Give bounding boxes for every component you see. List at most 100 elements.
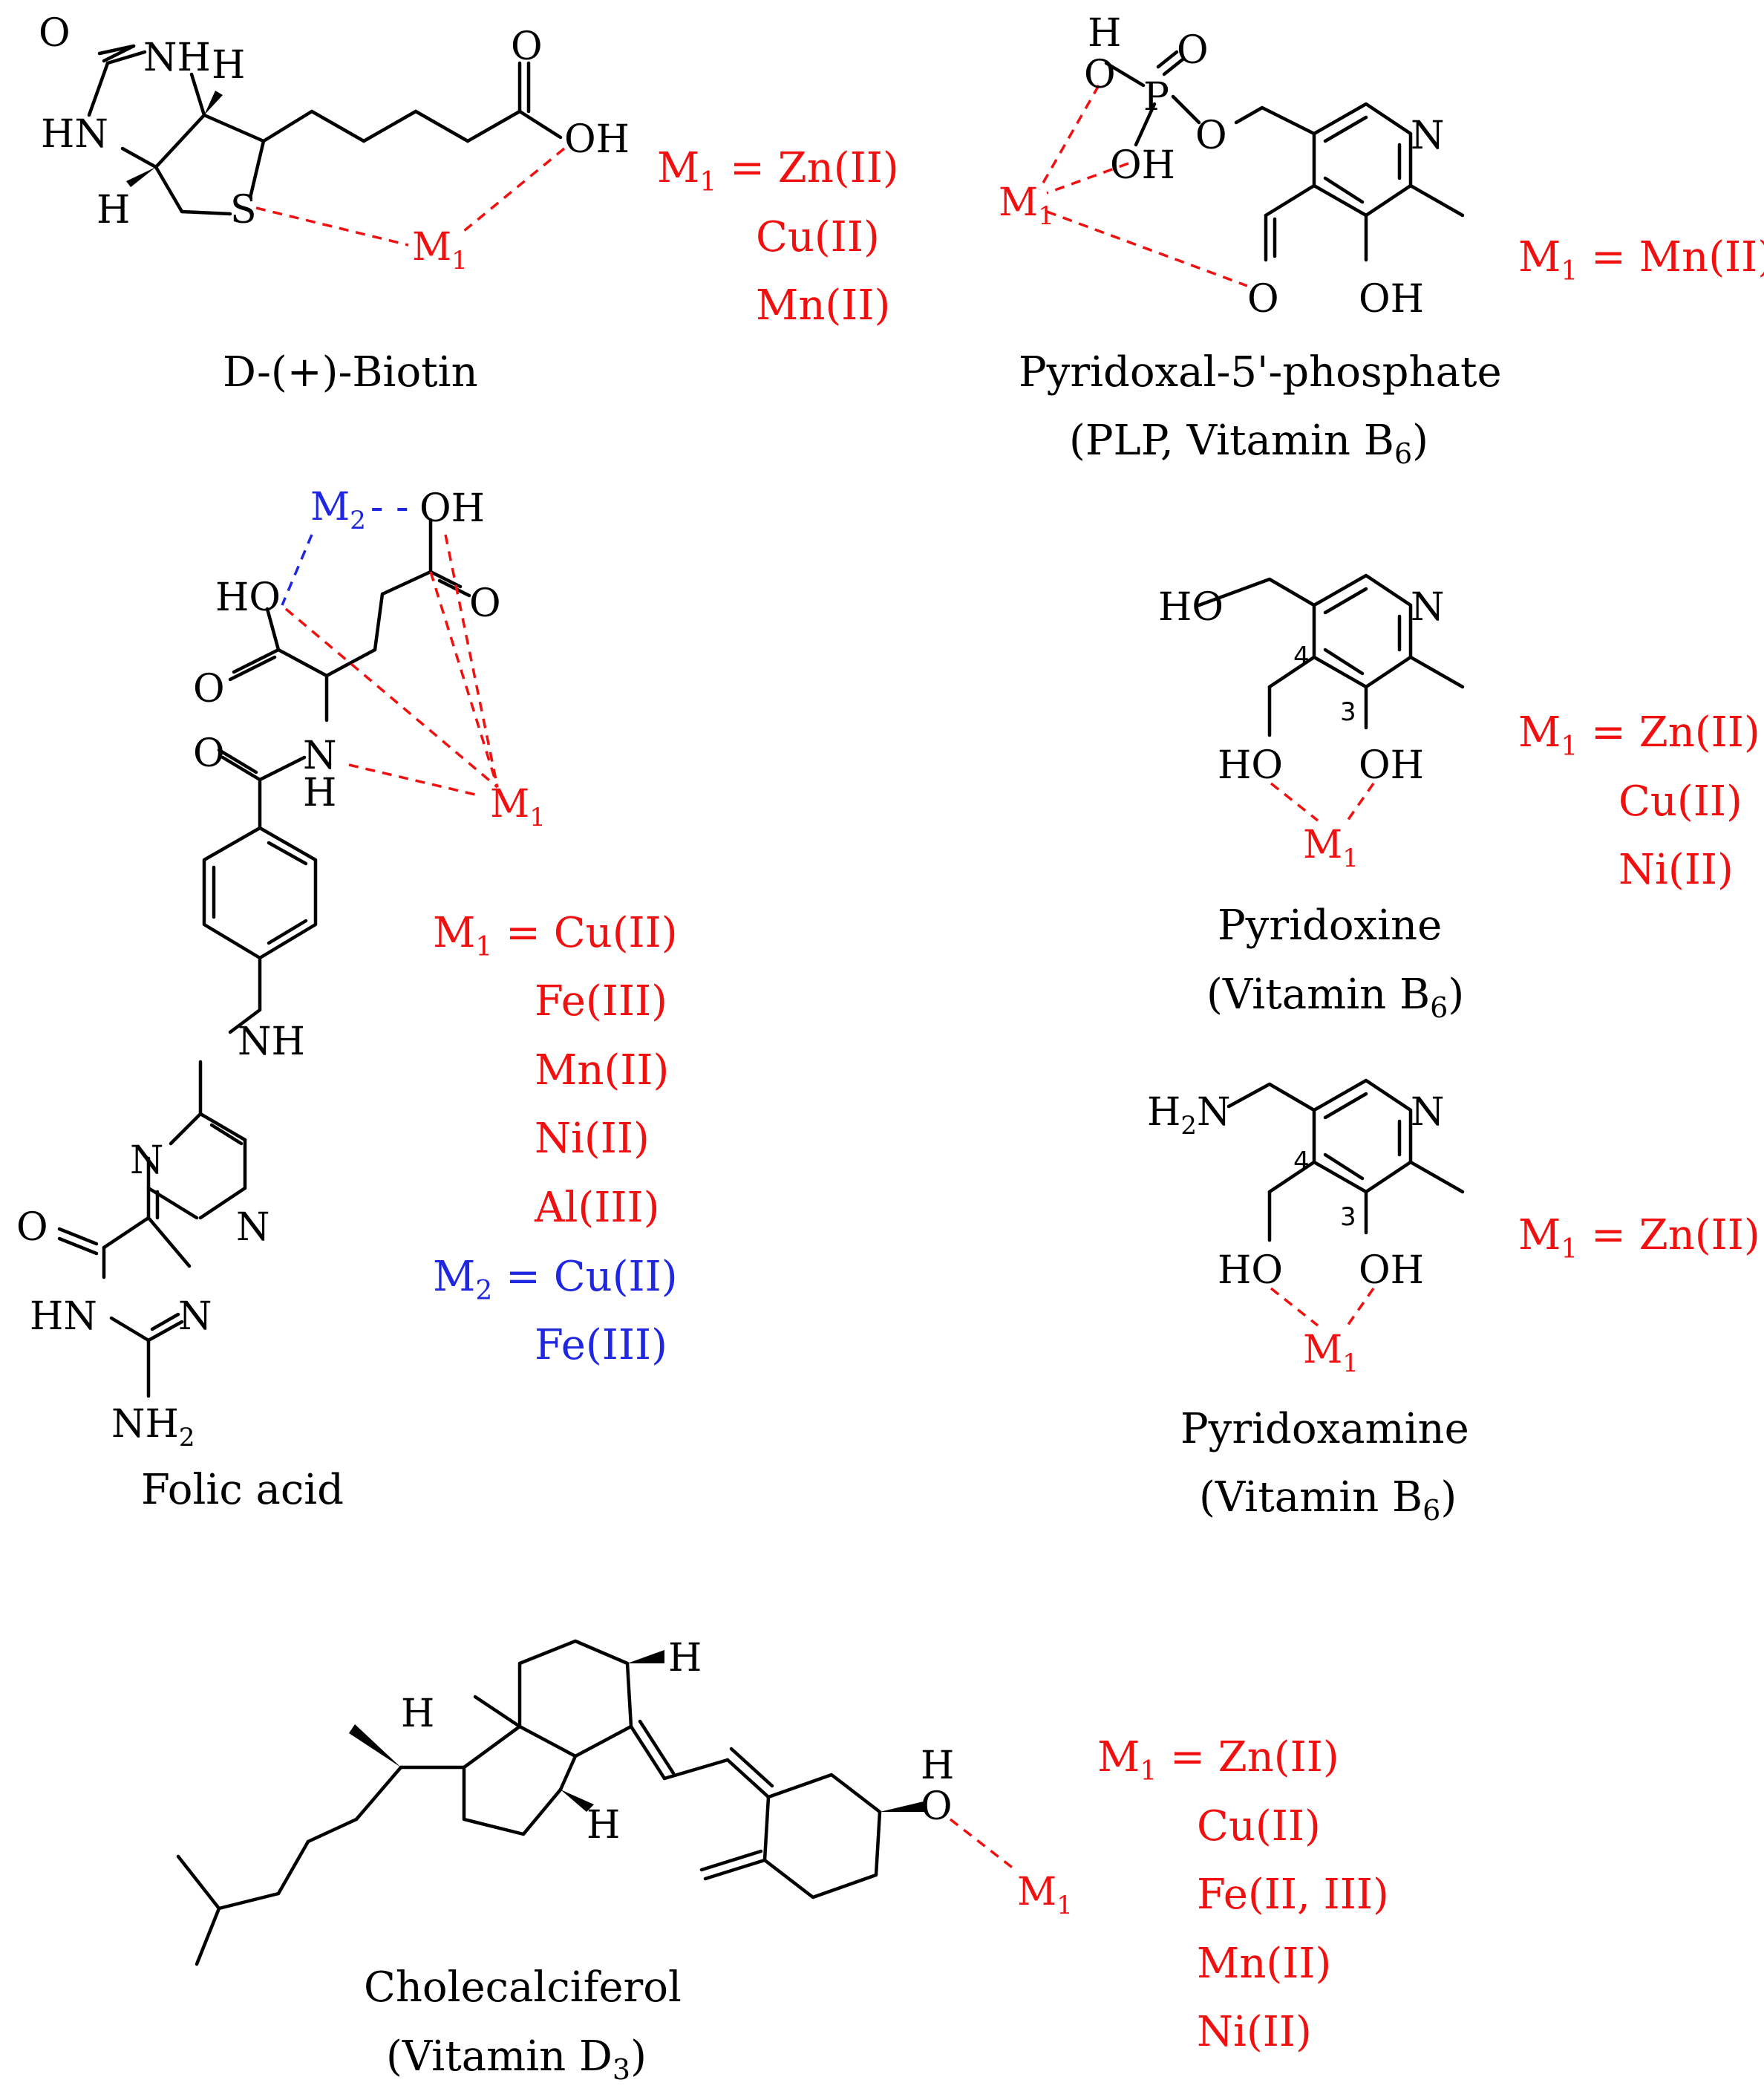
- cholecalciferol-atom-h-side: H: [401, 1692, 434, 1736]
- plp-atom-labels: H O P O O OH N O OH M1: [999, 11, 1445, 322]
- biotin-metal-list-first: M1 = Zn(II): [657, 144, 899, 198]
- folic-metal-list-first: M1 = Cu(II): [433, 909, 678, 962]
- folic-atom-o-alpha: O: [193, 667, 225, 711]
- plp-atom-h: H: [1088, 11, 1121, 56]
- pyridoxamine-atom-oh: OH: [1359, 1248, 1424, 1293]
- pyridoxine-atom-oh: OH: [1359, 743, 1424, 788]
- pyridoxamine-atom-labels: H2N N 4 3 HO OH M1: [1147, 1090, 1445, 1378]
- pyridoxamine-atom-n: N: [1411, 1090, 1445, 1135]
- pyridoxamine-atom-h2n: H2N: [1147, 1090, 1231, 1141]
- cholecalciferol-atom-h-c8: H: [668, 1636, 702, 1680]
- pyridoxine-metal-list-first: M1 = Zn(II): [1518, 708, 1760, 762]
- pyridoxamine-caption-line2: (Vitamin B6): [1199, 1473, 1457, 1527]
- pyridoxamine-structure: [1226, 1078, 1465, 1327]
- folic-metal-list-item: Mn(II): [535, 1046, 669, 1095]
- pyridoxine-metal-list: M1 = Zn(II) Cu(II) Ni(II): [1518, 708, 1760, 894]
- pyridoxine-locant-4: 4: [1293, 642, 1310, 671]
- plp-metal-site: M1: [999, 180, 1054, 231]
- pyridoxine-caption-line1: Pyridoxine: [1218, 901, 1442, 950]
- biotin-structure: [87, 44, 566, 247]
- plp-metal-list: M1 = Mn(II): [1518, 233, 1764, 287]
- biotin-caption: D-(+)-Biotin: [223, 348, 478, 397]
- plp-atom-p: P: [1143, 75, 1169, 120]
- biotin-atom-h-top: H: [212, 43, 245, 88]
- plp-structure: [1038, 50, 1465, 287]
- pyridoxine-atom-ho: HO: [1218, 743, 1283, 788]
- folic-atom-nh2: NH2: [111, 1402, 195, 1452]
- pyridoxamine-metal-site: M1: [1303, 1328, 1359, 1378]
- pyridoxamine-metal-list: M1 = Zn(II): [1518, 1211, 1760, 1265]
- folic-metal-site-1: M1: [490, 782, 546, 832]
- folic-metal-list-item: Fe(III): [535, 977, 667, 1025]
- pyridoxamine-caption-line1: Pyridoxamine: [1180, 1405, 1469, 1453]
- pyridoxamine-metal-list-first: M1 = Zn(II): [1518, 1211, 1760, 1265]
- folic-atom-oh-top: OH: [419, 486, 485, 531]
- cholecalciferol-atom-labels: H H H H O M1: [401, 1636, 1073, 1920]
- biotin-metal-site: M1: [412, 225, 468, 275]
- pyridoxine-caption-line2: (Vitamin B6): [1206, 971, 1464, 1024]
- cholecalciferol-structure: [176, 1639, 1019, 1966]
- biotin-metal-list-item: Mn(II): [756, 281, 890, 330]
- plp-atom-o-dbl: O: [1177, 28, 1209, 73]
- pyridoxine-locant-3: 3: [1340, 697, 1356, 727]
- cholecalciferol-metal-list-item: Cu(II): [1197, 1802, 1321, 1850]
- biotin-atom-o-acid: O: [511, 25, 543, 69]
- folic-atom-n1: N: [130, 1138, 164, 1183]
- folic-atom-labels: M2- - OH HO O O N H O M1 NH N N O HN N N…: [16, 485, 546, 1452]
- folic-atom-nh: NH: [238, 1020, 305, 1064]
- biotin-atom-labels: O NH H HN H S O OH M1: [39, 11, 630, 275]
- folic-atom-o-amide: O: [193, 731, 225, 776]
- folic-atom-n: N: [303, 734, 337, 778]
- pyridoxine-metal-site: M1: [1303, 823, 1359, 873]
- cholecalciferol-atom-h-oh: H: [921, 1744, 954, 1788]
- cholecalciferol-metal-list-item: Ni(II): [1197, 2008, 1312, 2056]
- biotin-atom-hn: HN: [41, 112, 108, 157]
- plp-atom-o-h: O: [1084, 53, 1116, 97]
- folic-atom-o-gamma: O: [469, 581, 501, 626]
- biotin-atom-oh: OH: [564, 117, 630, 162]
- cholecalciferol-caption-line2: (Vitamin D3): [386, 2032, 647, 2086]
- folic-metal-list-blue-item: Fe(III): [535, 1321, 667, 1369]
- biotin-metal-list-item: Cu(II): [756, 213, 880, 261]
- biotin-atom-o: O: [39, 11, 71, 56]
- cholecalciferol-atom-h-ring: H: [587, 1803, 620, 1848]
- pyridoxamine-locant-4: 4: [1293, 1147, 1310, 1176]
- folic-metal-list-item: Ni(II): [535, 1115, 650, 1163]
- folic-structure: [57, 518, 499, 1398]
- plp-atom-oh-ring: OH: [1359, 277, 1424, 322]
- biotin-metal-list: M1 = Zn(II) Cu(II) Mn(II): [657, 144, 899, 330]
- pyridoxine-metal-list-item: Cu(II): [1618, 777, 1742, 826]
- cholecalciferol-metal-list: M1 = Zn(II) Cu(II) Fe(II, III) Mn(II) Ni…: [1097, 1733, 1389, 2056]
- folic-caption: Folic acid: [141, 1466, 344, 1514]
- folic-metal-site-2: M2- -: [310, 485, 409, 535]
- folic-metal-list: M1 = Cu(II) Fe(III) Mn(II) Ni(II) Al(III…: [433, 909, 678, 1369]
- plp-caption-line1: Pyridoxal-5'-phosphate: [1019, 348, 1502, 397]
- plp-atom-oh: OH: [1110, 143, 1175, 188]
- biotin-atom-nh: NH: [143, 36, 211, 80]
- biotin-atom-s: S: [230, 188, 257, 232]
- plp-atom-o-ester: O: [1195, 114, 1227, 158]
- folic-metal-list-blue-first: M2 = Cu(II): [433, 1253, 678, 1306]
- plp-metal-list-first: M1 = Mn(II): [1518, 233, 1764, 287]
- cholecalciferol-metal-site: M1: [1017, 1870, 1073, 1920]
- pyridoxine-atom-labels: HO N 4 3 HO OH M1: [1158, 585, 1445, 873]
- cholecalciferol-caption-line1: Cholecalciferol: [364, 1963, 682, 2012]
- folic-atom-n2: N: [236, 1205, 270, 1250]
- pyridoxine-atom-ho-top: HO: [1158, 585, 1224, 630]
- folic-atom-hn: HN: [30, 1294, 97, 1339]
- cholecalciferol-metal-list-first: M1 = Zn(II): [1097, 1733, 1339, 1787]
- folic-atom-ho: HO: [215, 575, 281, 620]
- cholecalciferol-metal-list-item: Fe(II, III): [1197, 1871, 1389, 1919]
- pyridoxamine-locant-3: 3: [1340, 1202, 1356, 1232]
- pyridoxine-metal-list-item: Ni(II): [1618, 846, 1734, 894]
- folic-atom-n3: N: [178, 1294, 212, 1339]
- plp-atom-o-ald: O: [1247, 277, 1279, 322]
- cholecalciferol-atom-o: O: [921, 1784, 953, 1829]
- plp-atom-n: N: [1411, 114, 1445, 158]
- pyridoxamine-atom-ho: HO: [1218, 1248, 1283, 1293]
- folic-atom-h: H: [303, 771, 336, 815]
- plp-caption-line2: (PLP, Vitamin B6): [1069, 417, 1428, 470]
- pyridoxine-atom-n: N: [1411, 585, 1445, 630]
- cholecalciferol-metal-list-item: Mn(II): [1197, 1940, 1331, 1988]
